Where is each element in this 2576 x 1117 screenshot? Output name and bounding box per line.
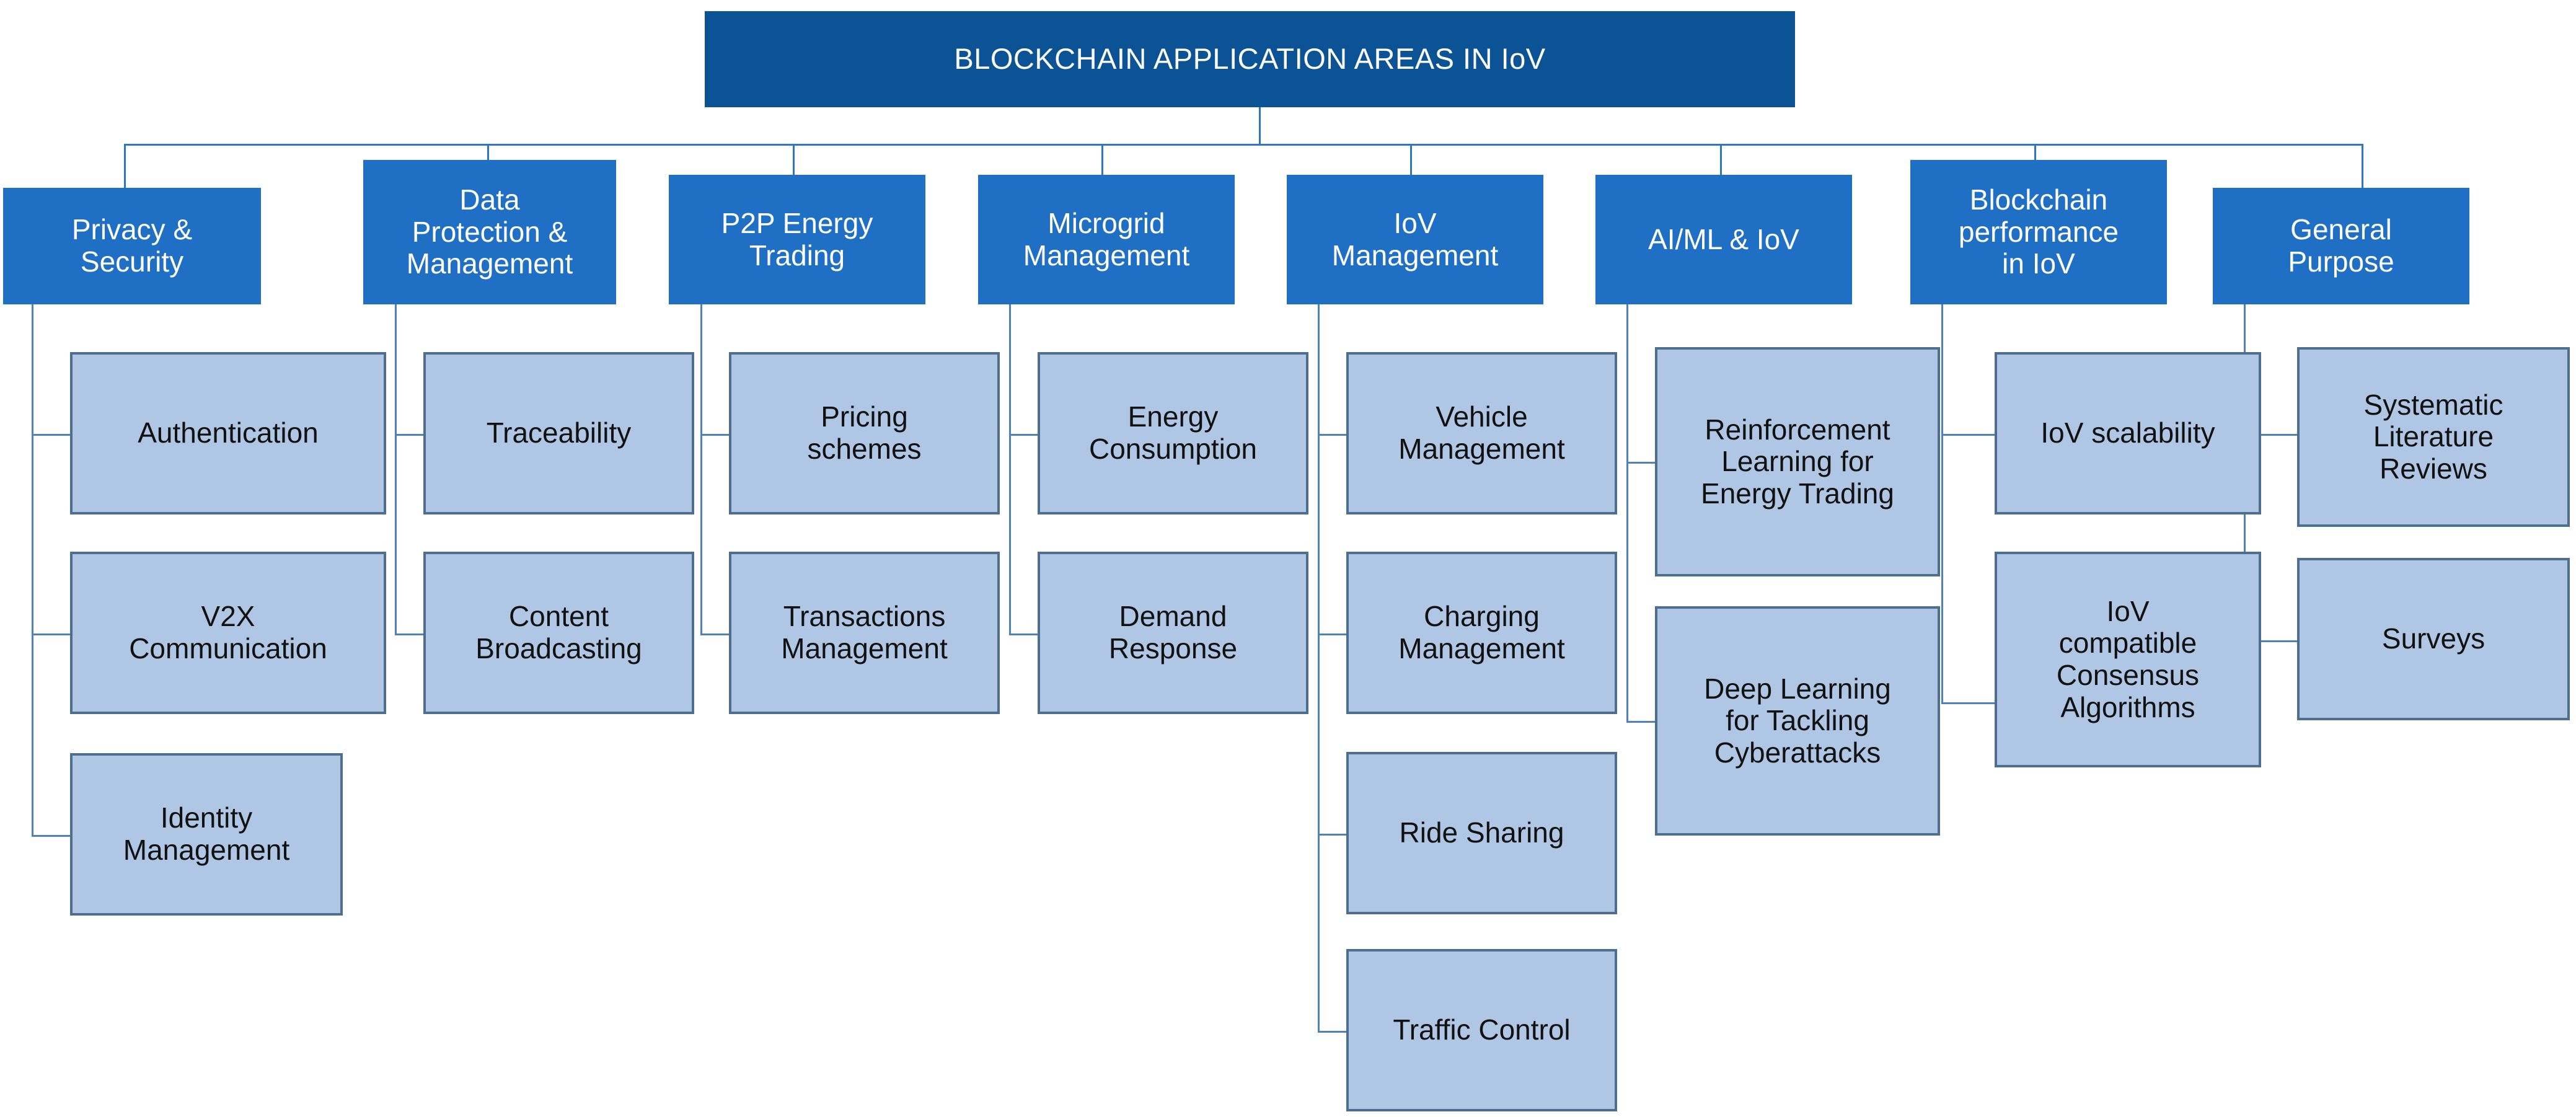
stub-2-1 (700, 634, 729, 635)
stub-4-2 (1318, 834, 1346, 836)
stub-5-1 (1626, 721, 1655, 723)
leaf-content-broadcasting[interactable]: Content Broadcasting (423, 552, 694, 714)
stub-4-1 (1318, 634, 1346, 635)
stub-0-0 (32, 434, 73, 436)
branch-drop-5 (1720, 144, 1722, 188)
stub-1-0 (395, 434, 423, 436)
branch-node-microgrid-management[interactable]: Microgrid Management (978, 175, 1235, 304)
stub-6-0 (1941, 434, 1995, 436)
stub-6-1 (1941, 702, 1995, 704)
stub-7-0 (2244, 434, 2297, 436)
stub-4-3 (1318, 1031, 1346, 1033)
branch-drop-3 (1101, 144, 1103, 188)
spine-4 (1318, 304, 1320, 1033)
root-stem-connector (1259, 107, 1261, 145)
spine-5 (1626, 304, 1628, 723)
leaf-authentication[interactable]: Authentication (70, 352, 386, 514)
spine-0 (32, 304, 33, 837)
leaf-charging-management[interactable]: Charging Management (1346, 552, 1617, 714)
stub-5-0 (1626, 462, 1655, 464)
leaf-transactions-management[interactable]: Transactions Management (729, 552, 1000, 714)
branch-node-general-purpose[interactable]: General Purpose (2213, 188, 2469, 304)
branch-drop-2 (793, 144, 795, 188)
spine-3 (1009, 304, 1011, 635)
stub-2-0 (700, 434, 729, 436)
stub-1-1 (395, 634, 423, 635)
stub-4-0 (1318, 434, 1346, 436)
leaf-identity-management[interactable]: Identity Management (70, 753, 343, 916)
stub-0-1 (32, 634, 73, 635)
leaf-reinforcement-learning-energy-trading[interactable]: Reinforcement Learning for Energy Tradin… (1655, 347, 1940, 576)
stub-7-1 (2244, 640, 2297, 642)
spine-6 (1941, 304, 1943, 704)
leaf-traceability[interactable]: Traceability (423, 352, 694, 514)
leaf-traffic-control[interactable]: Traffic Control (1346, 949, 1617, 1111)
root-bus-connector (124, 144, 2362, 146)
branch-drop-4 (1410, 144, 1412, 188)
branch-node-privacy-security[interactable]: Privacy & Security (3, 188, 261, 304)
branch-node-data-protection-management[interactable]: Data Protection & Management (363, 160, 616, 304)
leaf-pricing-schemes[interactable]: Pricing schemes (729, 352, 1000, 514)
leaf-vehicle-management[interactable]: Vehicle Management (1346, 352, 1617, 514)
spine-1 (395, 304, 397, 635)
leaf-ride-sharing[interactable]: Ride Sharing (1346, 752, 1617, 914)
branch-drop-7 (2362, 144, 2363, 188)
leaf-iov-compatible-consensus-algorithms[interactable]: IoV compatible Consensus Algorithms (1995, 552, 2261, 767)
branch-node-ai-ml-iov[interactable]: AI/ML & IoV (1595, 175, 1852, 304)
leaf-systematic-literature-reviews[interactable]: Systematic Literature Reviews (2297, 347, 2570, 527)
spine-2 (700, 304, 702, 635)
branch-drop-0 (124, 144, 126, 188)
leaf-iov-scalability[interactable]: IoV scalability (1995, 352, 2261, 514)
stub-3-1 (1009, 634, 1038, 635)
leaf-energy-consumption[interactable]: Energy Consumption (1038, 352, 1308, 514)
root-node[interactable]: BLOCKCHAIN APPLICATION AREAS IN IoV (705, 11, 1795, 107)
branch-node-p2p-energy-trading[interactable]: P2P Energy Trading (669, 175, 925, 304)
branch-node-iov-management[interactable]: IoV Management (1287, 175, 1543, 304)
stub-3-0 (1009, 434, 1038, 436)
leaf-demand-response[interactable]: Demand Response (1038, 552, 1308, 714)
leaf-v2x-communication[interactable]: V2X Communication (70, 552, 386, 714)
leaf-deep-learning-tackling-cyberattacks[interactable]: Deep Learning for Tackling Cyberattacks (1655, 606, 1940, 836)
stub-0-2 (32, 835, 73, 837)
branch-node-blockchain-performance-iov[interactable]: Blockchain performance in IoV (1910, 160, 2167, 304)
leaf-surveys[interactable]: Surveys (2297, 558, 2570, 720)
